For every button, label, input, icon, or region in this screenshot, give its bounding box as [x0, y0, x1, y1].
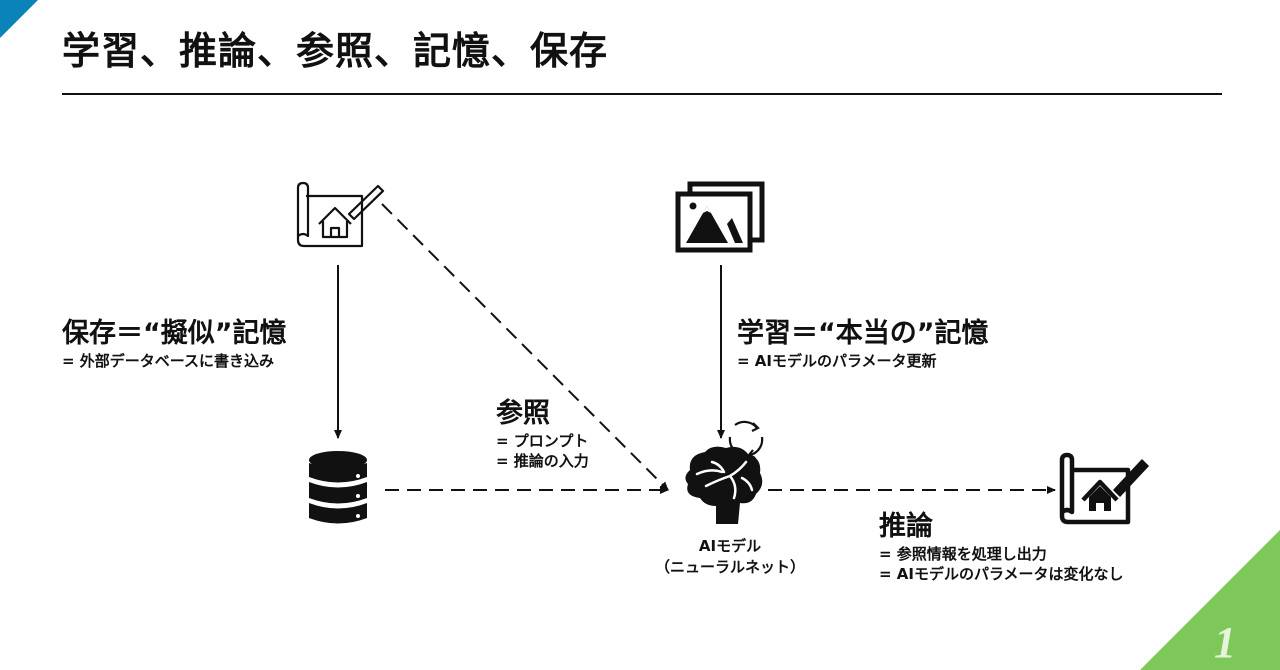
reference-label: 参照 = プロンプト = 推論の入力: [496, 397, 589, 471]
corner-accent-bottom-right: [1140, 530, 1280, 670]
inference-description-1: = 参照情報を処理し出力: [879, 545, 1047, 563]
corner-accent-top-left: [0, 0, 38, 38]
blueprint-house-icon: [296, 181, 385, 248]
learning-description: = AIモデルのパラメータ更新: [737, 352, 937, 370]
ai-model-label: AIモデル （ニューラルネット）: [620, 536, 840, 578]
inference-heading: 推論: [879, 511, 933, 542]
blueprint-house-icon: [1059, 452, 1149, 525]
storage-description: = 外部データベースに書き込み: [62, 352, 275, 370]
ai-model-subtitle: （ニューラルネット）: [654, 558, 805, 576]
brain-icon: [685, 446, 763, 524]
page-title: 学習、推論、参照、記憶、保存: [62, 29, 609, 73]
inference-description-2: = AIモデルのパラメータは変化なし: [879, 565, 1124, 583]
learning-heading: 学習＝“本当の”記憶: [737, 318, 989, 349]
reference-description-1: = プロンプト: [496, 432, 589, 450]
reference-description-2: = 推論の入力: [496, 452, 589, 470]
storage-label: 保存＝“擬似”記憶 = 外部データベースに書き込み: [62, 317, 287, 371]
page-number: 1: [1214, 618, 1236, 667]
inference-label: 推論 = 参照情報を処理し出力 = AIモデルのパラメータは変化なし: [879, 510, 1124, 584]
database-icon: [309, 451, 367, 524]
ai-model-name: AIモデル: [698, 537, 762, 555]
learning-label: 学習＝“本当の”記憶 = AIモデルのパラメータ更新: [737, 317, 989, 371]
arrow-document-reference: [381, 203, 669, 491]
storage-heading: 保存＝“擬似”記憶: [62, 318, 287, 349]
reference-heading: 参照: [496, 398, 550, 429]
title-divider: [62, 93, 1222, 95]
image-gallery-icon: [675, 181, 765, 253]
